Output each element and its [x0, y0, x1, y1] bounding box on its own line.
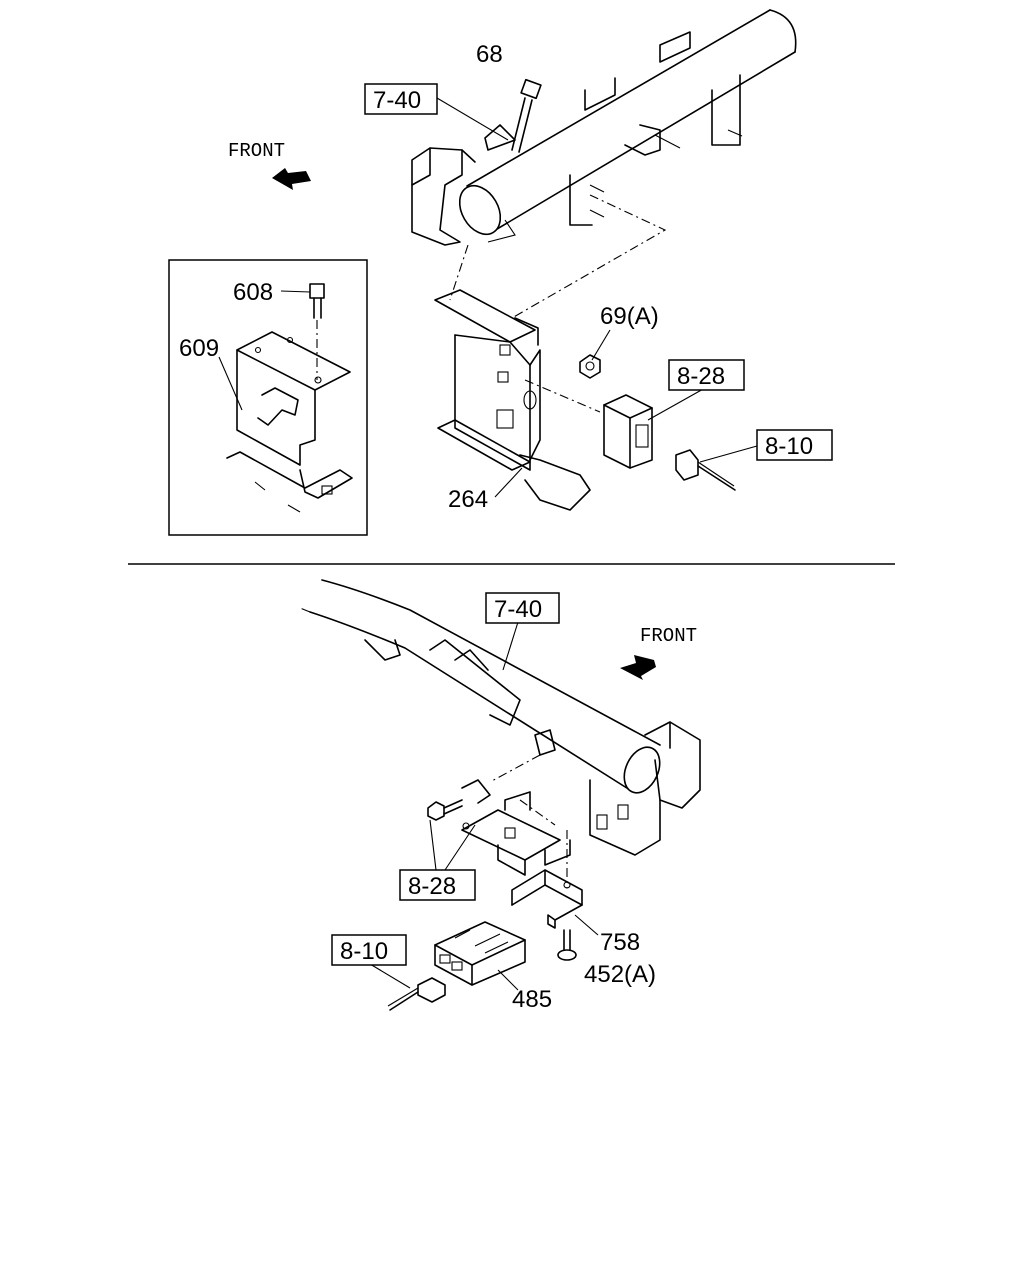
assembly-line-b3: [519, 799, 556, 826]
leader-69a: [591, 329, 611, 361]
leader-485: [497, 969, 519, 991]
front-label-bottom: FRONT: [640, 625, 697, 647]
bottom-cross-beam: [309, 579, 701, 856]
module-485: [434, 921, 526, 986]
bolt-608: [309, 283, 325, 380]
front-arrow-top: [272, 168, 311, 190]
nut-69a: [579, 354, 601, 379]
leader-609: [218, 356, 243, 411]
front-arrow-bottom: [620, 655, 656, 680]
part-num-609: 609: [179, 335, 219, 362]
ref-label-8-28-bottom: 8-28: [408, 873, 456, 900]
module-box-top: [603, 394, 653, 469]
ref-box-7-40-bottom: [485, 592, 560, 624]
ref-box-8-10-bottom: [331, 934, 407, 966]
bracket-609: [226, 331, 353, 513]
bolt-bottom-left: [427, 799, 463, 821]
part-num-608: 608: [233, 279, 273, 306]
leader-8-28-top: [647, 387, 706, 421]
assembly-line-b1: [299, 607, 311, 613]
part-num-485: 485: [512, 986, 552, 1013]
leader-7-40-bottom: [502, 621, 519, 671]
leader-608: [280, 290, 311, 293]
connector-bottom: [387, 977, 446, 1011]
bracket-assembly-bottom: [461, 779, 571, 876]
ref-box-8-28-top: [668, 359, 745, 391]
part-num-69a: 69(A): [600, 303, 659, 330]
screw-452a: [557, 929, 577, 961]
top-diagram: FRONT 7-40 8-28 8-10 68 69(A) 264: [168, 9, 833, 536]
part-num-758: 758: [600, 929, 640, 956]
top-cross-beam: [411, 9, 797, 246]
assembly-line-3: [524, 379, 601, 413]
leader-758: [574, 914, 599, 936]
ref-box-8-10-top: [756, 429, 833, 461]
front-label-top: FRONT: [228, 140, 285, 162]
ref-box-8-28-bottom: [399, 869, 476, 901]
part-num-264: 264: [448, 486, 488, 513]
leader-7-40-top: [436, 97, 509, 141]
leader-8-10-bottom: [369, 963, 411, 989]
ref-label-8-10-bottom: 8-10: [340, 938, 388, 965]
ref-label-8-28-top: 8-28: [677, 363, 725, 390]
bottom-diagram: FRONT 7-40 8-28 8-10 758 452(A) 485: [299, 579, 701, 1013]
ref-label-7-40-top: 7-40: [373, 87, 421, 114]
assembly-line-b2: [489, 754, 541, 783]
ref-label-7-40-bottom: 7-40: [494, 596, 542, 623]
bracket-264: [434, 289, 591, 511]
leader-8-28-bottom-a: [429, 819, 437, 871]
bolt-68: [511, 78, 542, 153]
bracket-758: [511, 869, 583, 929]
part-num-452a: 452(A): [584, 961, 656, 988]
inset-detail: 608 609: [168, 259, 368, 536]
ref-box-7-40-top: [364, 83, 438, 115]
assembly-line-1: [449, 244, 469, 301]
part-num-68: 68: [476, 41, 503, 68]
ref-label-8-10-top: 8-10: [765, 433, 813, 460]
connector-top: [675, 449, 736, 491]
leader-8-10-top: [699, 445, 758, 463]
leader-264: [494, 467, 523, 498]
leader-8-28-bottom-b: [444, 824, 476, 871]
assembly-line-2: [511, 194, 667, 319]
